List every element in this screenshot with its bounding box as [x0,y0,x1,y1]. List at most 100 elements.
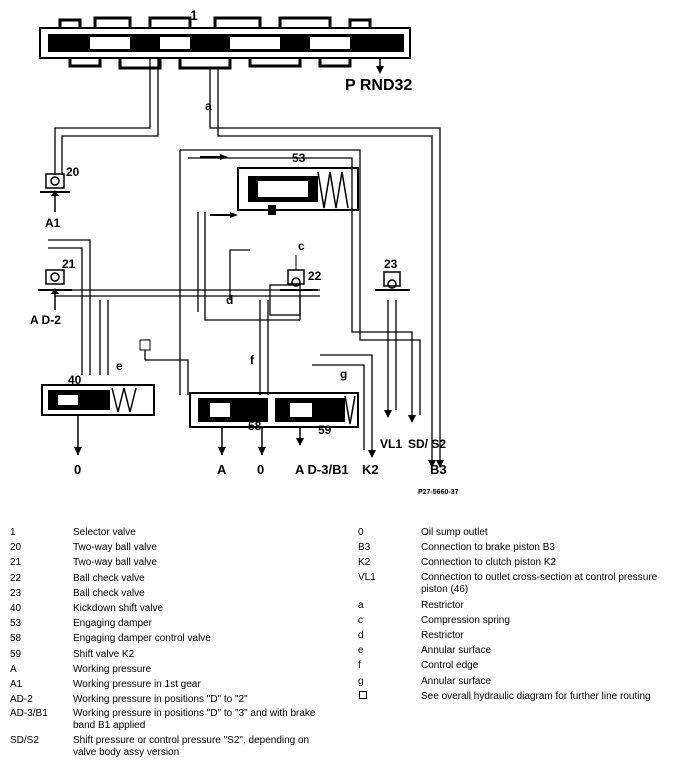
callout-21: 21 [62,257,76,271]
legend-text: Working pressure in positions "D" to "3"… [73,708,316,732]
legend-text: Working pressure in positions "D" to "2" [73,694,248,706]
callout-f: f [250,353,255,367]
callout-23: 23 [384,257,398,271]
legend-row: 0 Oil sump outlet [358,525,664,540]
outlet-arrows [368,410,444,468]
legend-row: AD-2 Working pressure in positions "D" to… [10,692,330,707]
callout-A: A [217,462,227,477]
legend-text: See overall hydraulic diagram for furthe… [421,690,651,702]
legend-code: 0 [358,527,364,538]
legend-row: K2 Connection to clutch piston K2 [358,555,664,570]
legend-text: Working pressure in 1st gear [73,679,201,691]
legend-text: Two-way ball valve [73,557,157,569]
legend-text: Restrictor [421,599,464,611]
legend-code: A [10,663,17,675]
callout-1: 1 [190,7,198,23]
legend-text: Connection to clutch piston K2 [421,557,557,569]
ball-check-valve-23 [375,271,410,291]
legend-row: VL1 Connection to outlet cross-section at… [358,571,664,598]
legend-text: Shift valve K2 [73,648,135,660]
legend-row: c Compression spring [358,613,664,628]
callout-ad3b1: A D-3/B1 [295,462,349,477]
legend-text: Oil sump outlet [421,527,488,538]
legend-code: 53 [10,618,22,630]
callout-k2: K2 [362,462,379,477]
legend-text: Annular surface [421,645,492,657]
legend-text: Annular surface [421,675,492,687]
callout-c: c [298,239,305,253]
legend-code: A1 [10,679,23,691]
legend-code: B3 [358,542,371,554]
callout-vl1: VL1 [380,437,402,451]
callout-a: a [205,99,212,113]
legend-row: e Annular surface [358,643,664,658]
callout-d: d [226,293,233,307]
callout-58: 58 [248,419,262,433]
legend-code: 59 [10,648,22,660]
kickdown-shift-valve [41,384,155,455]
flow-arrows [200,154,238,218]
callout-a1: A1 [45,216,61,230]
square-marker-icon [359,690,367,699]
legend-text: Selector valve [73,527,136,538]
legend-row: 40 Kickdown shift valve [10,601,330,616]
two-way-ball-valve-20 [40,173,70,212]
hydraulic-diagram: 1 P RND32 a 53 20 A1 c 21 22 23 d A D-2 … [30,7,459,496]
callout-53: 53 [292,151,306,165]
legend-code: g [358,675,364,687]
selector-valve [39,16,411,74]
legend-text: Ball check valve [73,572,145,584]
legend-code: e [358,645,364,657]
callout-22: 22 [308,269,322,283]
legend-row: A Working pressure [10,662,330,677]
callout-59: 59 [318,423,332,437]
legend-row: 59 Shift valve K2 [10,647,330,662]
legend-row: A1 Working pressure in 1st gear [10,677,330,692]
callout-sds2: SD/ S2 [408,437,446,451]
callout-shift-positions: P RND32 [345,77,412,94]
legend-row: 1 Selector valve [10,525,330,540]
legend-row: 53 Engaging damper [10,616,330,631]
legend-code: a [358,599,364,611]
figure-code: P27-5660-37 [418,489,459,496]
legend-code: 20 [10,542,22,554]
legend-text: Compression spring [421,614,510,626]
control-valve-and-shift-valve [189,392,359,455]
legend-code: 1 [10,527,16,538]
legend-code: 58 [10,633,22,645]
legend-code: c [358,614,363,626]
legend-text: Engaging damper [73,618,152,630]
callout-20: 20 [66,165,80,179]
legend-code: K2 [358,557,371,569]
callout-e: e [116,359,123,373]
legend-code: SD/S2 [10,735,39,747]
legend-code: f [358,660,361,672]
legend-text: Working pressure [73,663,152,675]
callout-0-mid: 0 [257,462,264,477]
legend-code: 21 [10,557,22,569]
legend-text: Shift pressure or control pressure "S2",… [73,735,310,759]
legend-code: d [358,630,364,642]
legend-row: See overall hydraulic diagram for furthe… [358,689,664,704]
callout-b3: B3 [430,462,447,477]
legend-text: Ball check valve [73,587,145,599]
legend-row: a Restrictor [358,598,664,613]
legend-code-square [358,689,421,704]
ball-check-valve-22 [280,255,318,291]
legend-text: Kickdown shift valve [73,603,164,615]
legend-code: AD-2 [10,694,33,706]
legend-code: 40 [10,603,22,615]
legend-code: VL1 [358,571,376,583]
callout-40: 40 [68,373,82,387]
legend-code: AD-3/B1 [10,708,48,720]
legend-text: Connection to outlet cross-section at co… [421,571,658,595]
legend-row: 21 Two-way ball valve [10,555,330,570]
